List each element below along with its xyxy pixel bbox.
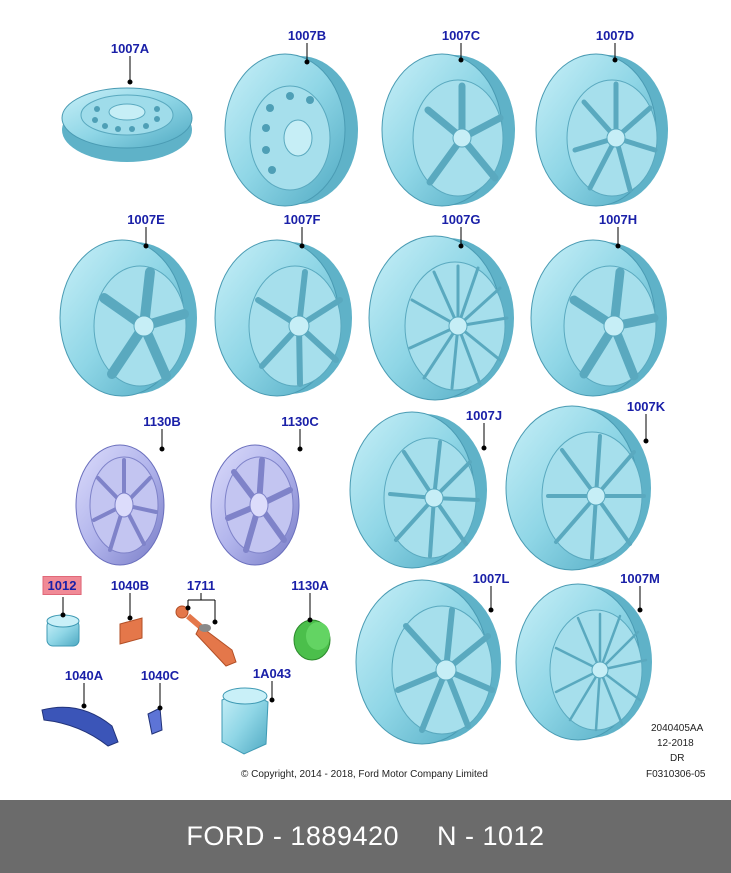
leader-lines: [60, 43, 649, 711]
callout-1130B: 1130B: [143, 414, 181, 429]
callout-1007A: 1007A: [110, 41, 150, 56]
footer-part-number: FORD - 1889420: [186, 821, 400, 851]
wheel-cover-1130C: [210, 444, 300, 566]
locking-nut-1A043: [221, 687, 269, 755]
callout-1A043: 1A043: [252, 666, 292, 681]
callout-1007D: 1007D: [595, 28, 635, 43]
balance-weight-1040B: [119, 617, 143, 645]
callout-1007H: 1007H: [598, 212, 638, 227]
wheel-1007K: [505, 405, 651, 571]
callout-1130C: 1130C: [281, 414, 319, 429]
callout-1007L: 1007L: [472, 571, 510, 586]
diagram-code: 2040405AA: [651, 723, 704, 734]
callout-1040B: 1040B: [110, 578, 150, 593]
wheel-1007B: [224, 53, 358, 207]
wheel-1007F: [214, 239, 352, 397]
wheel-1007J: [349, 411, 487, 569]
callout-1007G: 1007G: [441, 212, 481, 227]
callout-1007M: 1007M: [620, 571, 660, 586]
center-cap-1130A: [293, 619, 331, 661]
callout-1007B: 1007B: [287, 28, 327, 43]
diagram-date: 12-2018: [657, 738, 694, 749]
diagram-reference: F0310306-05: [646, 769, 706, 780]
wheel-1007E: [59, 239, 197, 397]
copyright-notice: © Copyright, 2014 - 2018, Ford Motor Com…: [241, 769, 488, 780]
callout-1007F: 1007F: [283, 212, 321, 227]
footer-item-number: N - 1012: [437, 821, 545, 851]
wheel-1007C: [381, 53, 515, 207]
valve-stem-1711: [175, 605, 237, 667]
callout-1130A: 1130A: [291, 578, 329, 593]
wheel-cover-1130B: [75, 444, 165, 566]
balance-weight-1040C: [147, 707, 163, 735]
balance-weight-1040A: [41, 706, 119, 747]
wheel-1007M: [515, 583, 652, 741]
parts-diagram: [41, 43, 668, 755]
callout-1007C: 1007C: [441, 28, 481, 43]
callout-1040A: 1040A: [64, 668, 104, 683]
callout-1711: 1711: [186, 578, 216, 593]
footer-bar: FORD - 1889420 N - 1012: [0, 800, 731, 873]
callout-1012-highlighted[interactable]: 1012: [42, 576, 82, 595]
callout-1007E: 1007E: [127, 212, 165, 227]
callout-1007J: 1007J: [465, 408, 503, 423]
lug-nut-1012: [46, 614, 80, 647]
wheel-1007G: [368, 235, 514, 401]
wheel-1007A: [61, 87, 193, 162]
wheel-1007H: [530, 239, 667, 397]
callout-1007K: 1007K: [626, 399, 666, 414]
wheel-1007D: [535, 53, 668, 207]
callout-1040C: 1040C: [140, 668, 180, 683]
diagram-region: DR: [670, 753, 685, 764]
wheel-1007L: [355, 579, 501, 745]
